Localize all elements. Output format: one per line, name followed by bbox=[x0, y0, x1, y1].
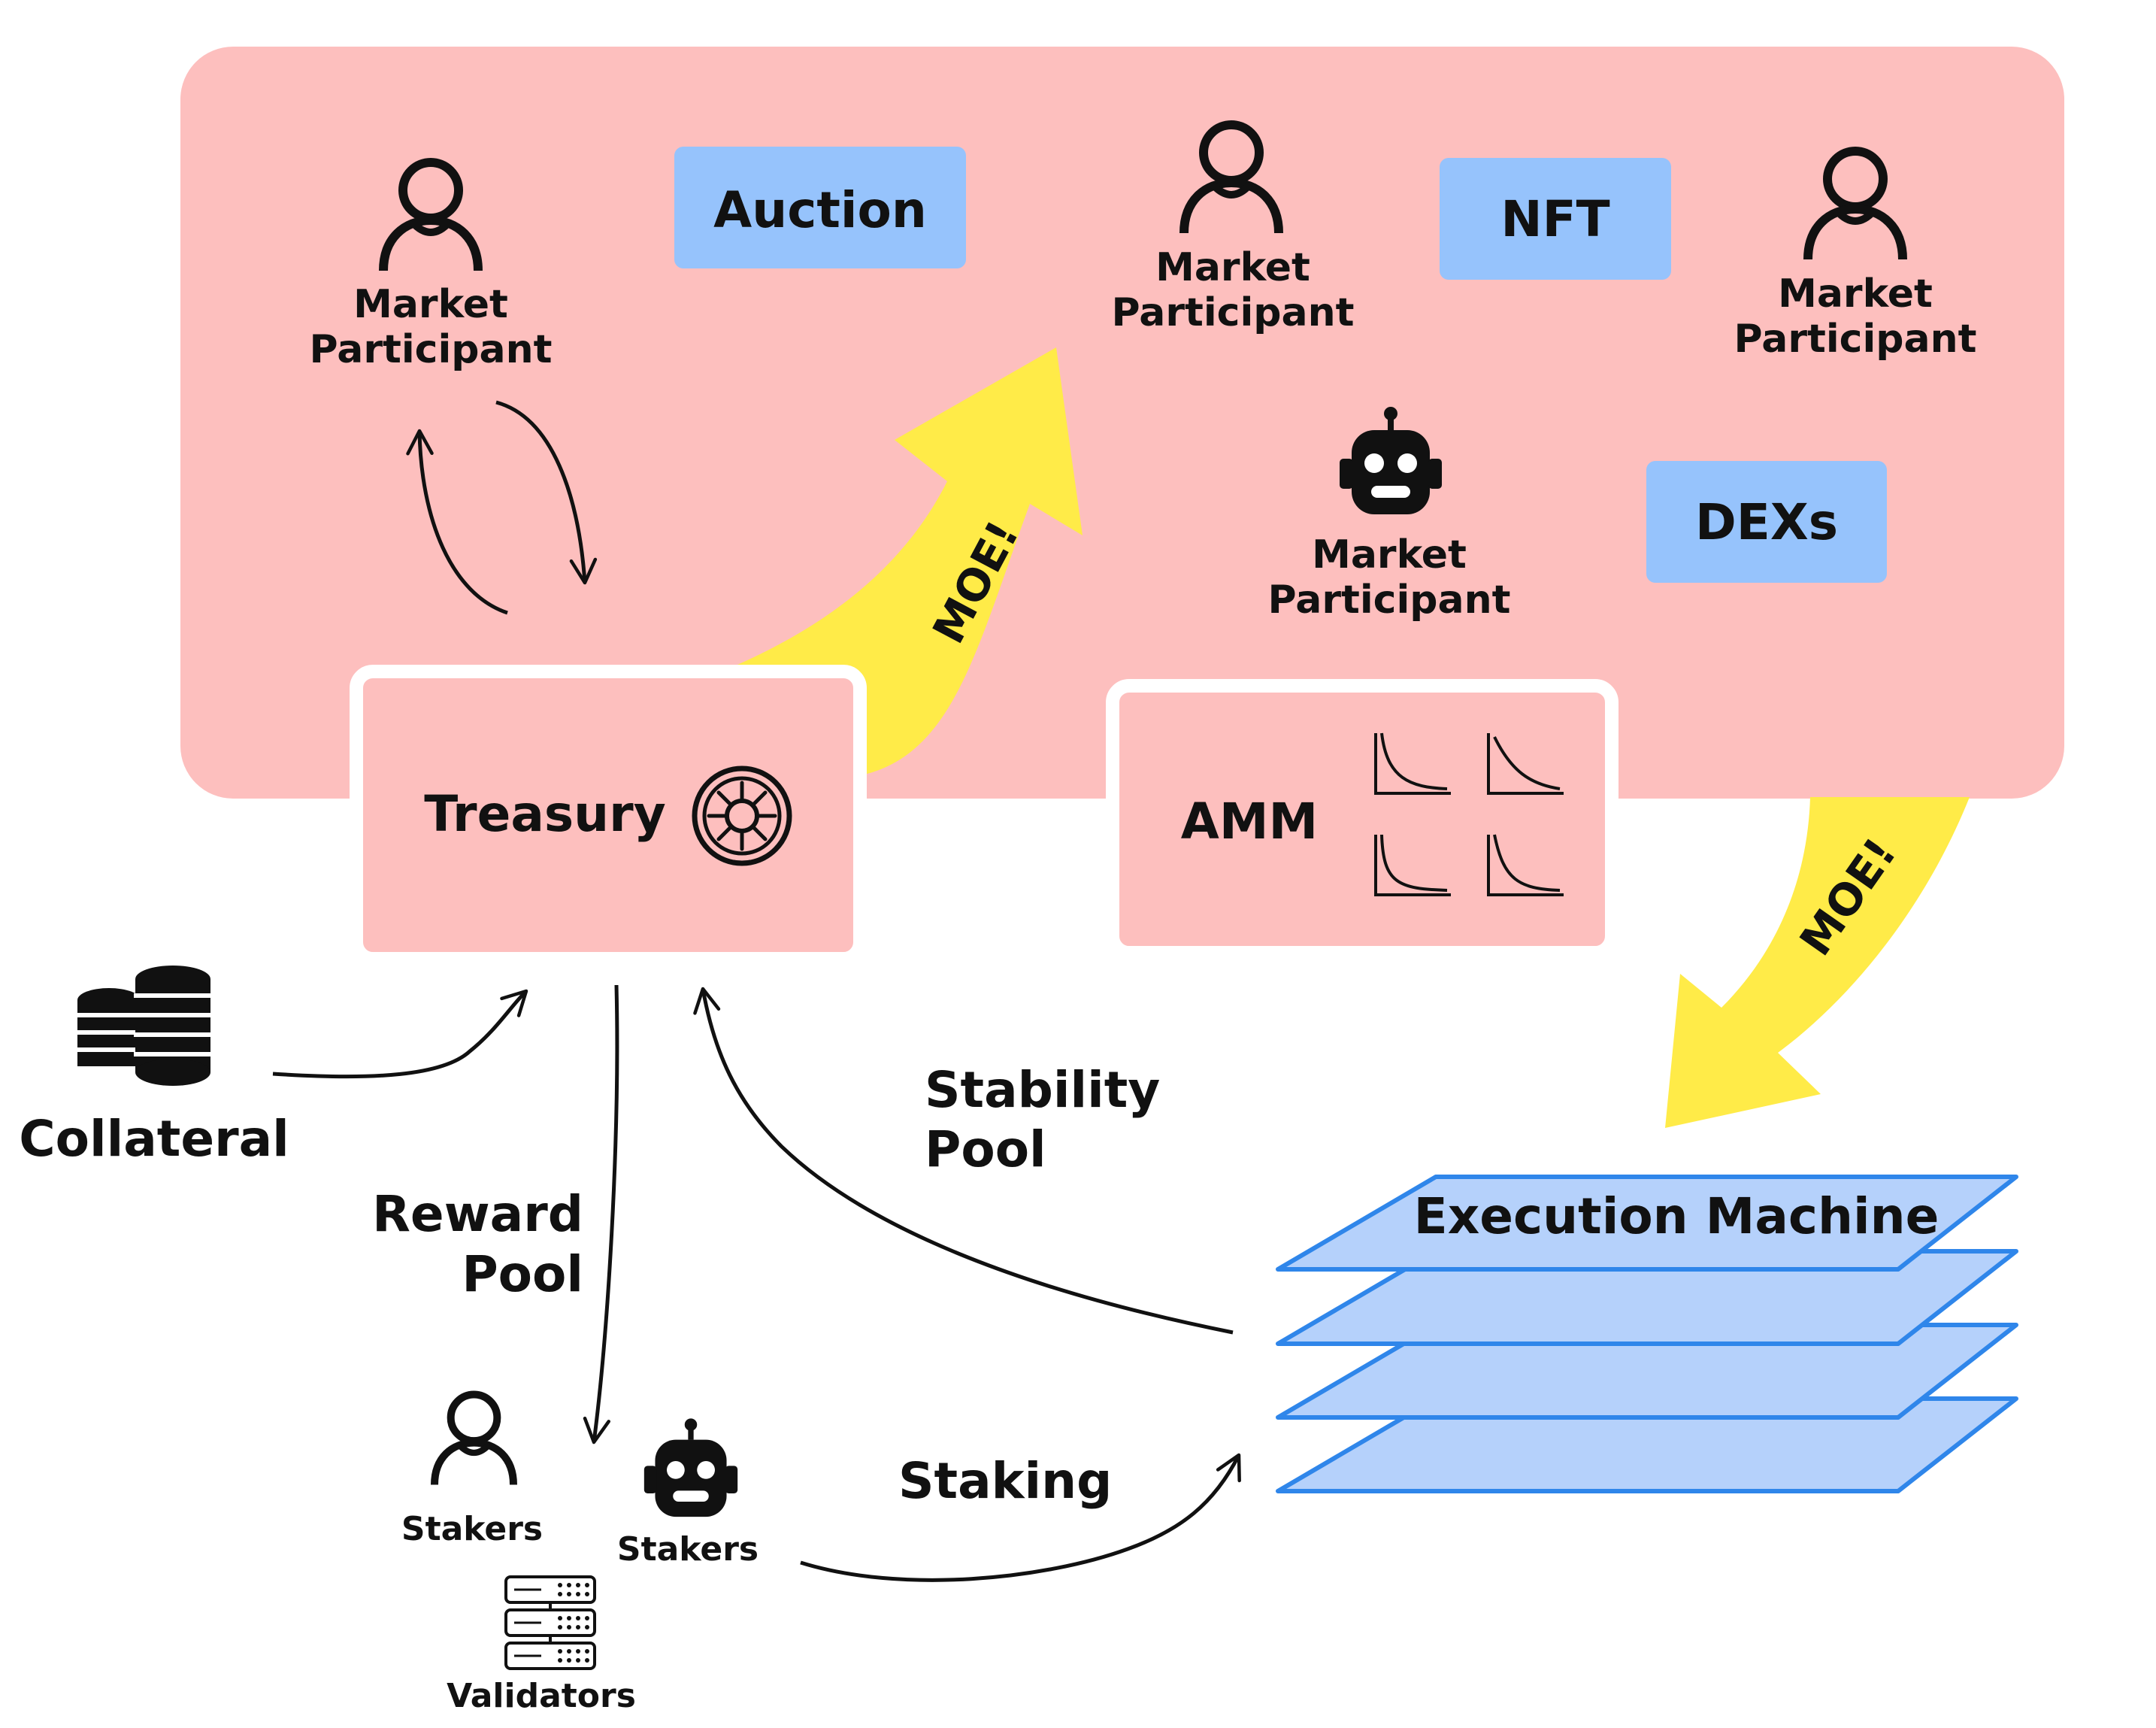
venue-dexs-label: DEXs bbox=[1695, 493, 1838, 551]
stability-pool-line2: Pool bbox=[925, 1120, 1046, 1178]
user-icon bbox=[435, 1395, 513, 1485]
amm-box: AMM bbox=[1106, 679, 1619, 959]
server-icon bbox=[504, 1575, 596, 1670]
moe-arrow-right bbox=[1665, 797, 1970, 1128]
treasury-box: Treasury bbox=[350, 665, 867, 966]
coin-stack-icon bbox=[76, 966, 212, 1086]
reward-pool-arrow bbox=[583, 984, 619, 1445]
staking-arrow bbox=[800, 1453, 1241, 1582]
venue-dexs: DEXs bbox=[1646, 461, 1887, 583]
amm-label: AMM bbox=[1181, 793, 1318, 850]
collateral-group: Collateral bbox=[19, 966, 289, 1168]
curve-chart-icon bbox=[1374, 732, 1564, 896]
staker-bot: Stakers bbox=[617, 1418, 759, 1569]
staker-human-label: Stakers bbox=[401, 1510, 543, 1548]
venue-auction: Auction bbox=[674, 147, 966, 268]
venue-nft: NFT bbox=[1440, 158, 1671, 280]
venue-auction-label: Auction bbox=[713, 181, 927, 239]
staking-label: Staking bbox=[898, 1452, 1112, 1510]
cycle-arrow-down bbox=[495, 400, 598, 585]
treasury-label: Treasury bbox=[424, 785, 665, 843]
reward-pool-line1: Reward bbox=[372, 1185, 583, 1243]
collateral-label: Collateral bbox=[19, 1110, 289, 1168]
execution-layer-1 bbox=[1276, 1175, 2018, 1272]
staker-bot-label: Stakers bbox=[617, 1530, 759, 1569]
vault-icon bbox=[692, 765, 792, 866]
execution-machine bbox=[1276, 1175, 2018, 1493]
robot-icon bbox=[643, 1418, 738, 1517]
venue-nft-label: NFT bbox=[1500, 190, 1609, 248]
validators: Validators bbox=[447, 1575, 636, 1715]
stability-pool-arrow bbox=[693, 987, 1234, 1335]
execution-label: Execution Machine bbox=[1414, 1187, 1939, 1245]
staker-human: Stakers bbox=[401, 1395, 543, 1548]
collateral-arrow bbox=[272, 989, 528, 1079]
cycle-arrow-up bbox=[406, 429, 508, 615]
reward-pool-line2: Pool bbox=[462, 1245, 583, 1303]
validators-label: Validators bbox=[447, 1677, 636, 1715]
stability-pool-line1: Stability bbox=[925, 1061, 1160, 1119]
